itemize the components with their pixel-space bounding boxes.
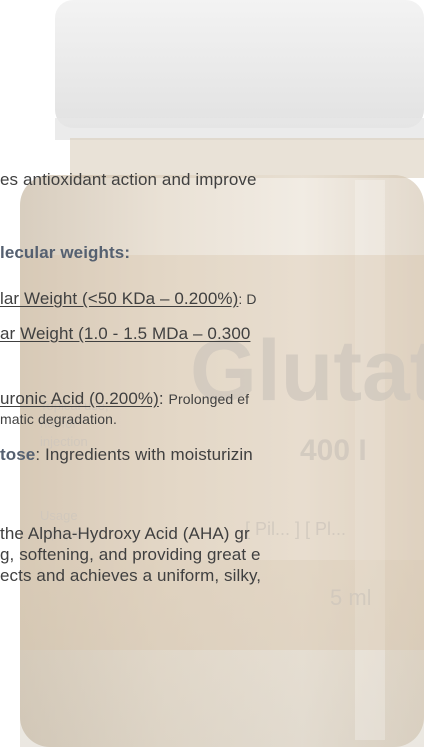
- text-line-9: g, softening, and providing great e: [0, 545, 261, 564]
- text-line-7-rest: : Ingredients with moisturizin: [35, 445, 253, 464]
- text-line-8: the Alpha-Hydroxy Acid (AHA) gr: [0, 524, 250, 543]
- vial-label-volume: 5 ml: [330, 585, 372, 610]
- low-weight-link-text: lar Weight (<50 KDa – 0.200%): [0, 289, 239, 308]
- high-weight-link-text: ar Weight (1.0 - 1.5 MDa – 0.300: [0, 324, 251, 343]
- vial-side-text-3: injection: [40, 434, 88, 449]
- hyaluronic-acid-text: uronic Acid (0.200%): [0, 389, 159, 408]
- vial-side-text-4: Usage: [40, 508, 78, 523]
- tose-bold-text: tose: [0, 445, 36, 464]
- text-line-3: lar Weight (<50 KDa – 0.200%): D: [0, 289, 257, 309]
- text-line-4: ar Weight (1.0 - 1.5 MDa – 0.300: [0, 324, 250, 344]
- vial-label-dose: 400 I: [300, 434, 367, 467]
- vial-side-text-1: Topical use,: [40, 398, 109, 413]
- vial-label-word: Glutat: [190, 323, 424, 419]
- text-line-10: ects and achieves a uniform, silky,: [0, 566, 262, 585]
- vial-label: [20, 255, 424, 650]
- vial-side-text-2: not for: [40, 416, 78, 431]
- text-line-6: matic degradation.: [0, 411, 117, 427]
- text-line-5-rest: Prolonged ef: [168, 391, 250, 407]
- text-line-5-colon: :: [158, 389, 169, 408]
- text-line-7: tose: Ingredients with moisturizin: [0, 445, 253, 465]
- vial-cap: [55, 0, 424, 128]
- molecular-weights-heading: lecular weights:: [0, 243, 131, 262]
- text-line-3-rest: : D: [238, 291, 257, 307]
- vial-side-text-5: topique: [40, 526, 83, 541]
- text-line-5: uronic Acid (0.200%): Prolonged ef: [0, 389, 249, 409]
- text-line-1: es antioxidant action and improve: [0, 170, 257, 189]
- vial-label-bracket: [ Pil... ] [ Pl...: [245, 519, 346, 539]
